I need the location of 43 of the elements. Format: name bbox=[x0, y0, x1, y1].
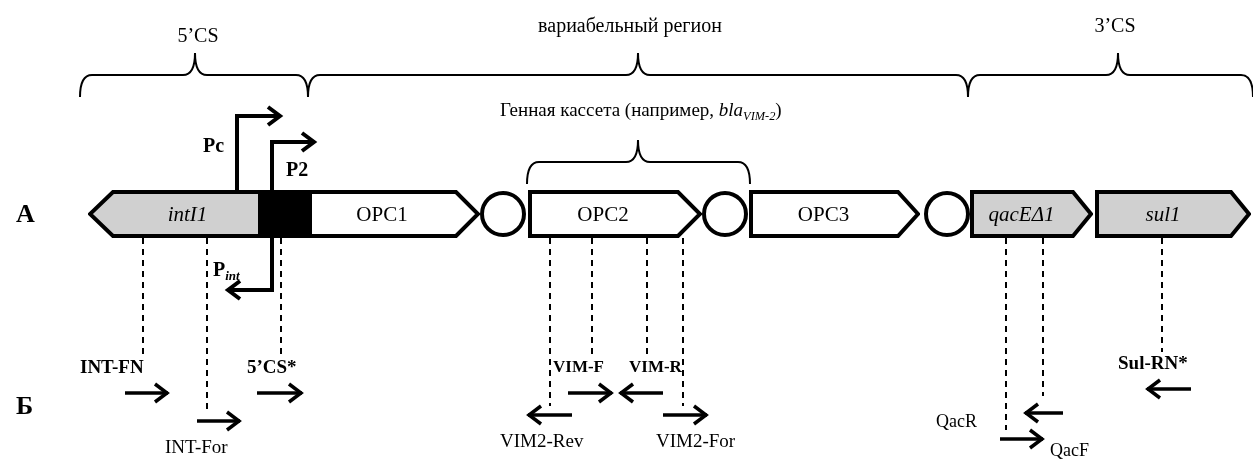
text-label: 5’CS bbox=[177, 24, 219, 46]
primer-label: VIM2-For bbox=[656, 430, 736, 452]
primer-label: QacF bbox=[1050, 439, 1089, 461]
leader-line bbox=[280, 237, 282, 357]
gene-label: OPC2 bbox=[577, 201, 629, 227]
primer-label: QacR bbox=[936, 410, 977, 432]
primer-label: INT-FN bbox=[80, 356, 144, 378]
primer-label: Sul-RN* bbox=[1118, 352, 1188, 374]
gene-label: qacEΔ1 bbox=[988, 201, 1055, 227]
text-label: А bbox=[16, 200, 35, 229]
text-label: 3’CS bbox=[1094, 14, 1136, 36]
leader-line bbox=[1042, 237, 1044, 397]
leader-line bbox=[646, 237, 648, 357]
gene-label: OPC1 bbox=[356, 201, 408, 227]
gene-segment bbox=[1095, 190, 1251, 238]
text-label: P2 bbox=[286, 158, 309, 180]
primer-label: VIM2-Rev bbox=[500, 430, 584, 452]
gene-segment bbox=[528, 190, 702, 238]
circle-symbol bbox=[924, 191, 970, 237]
leader-line bbox=[1161, 237, 1163, 353]
gene-label: OPC3 bbox=[797, 201, 850, 227]
text-label: Б bbox=[16, 392, 34, 421]
text-label: Генная кассета (например, bla$_{VIM-2}$) bbox=[500, 100, 782, 124]
gene-segment bbox=[88, 190, 262, 238]
leader-line bbox=[682, 237, 684, 407]
text-label: P$_{int}$ bbox=[213, 258, 240, 284]
leader-line bbox=[591, 237, 593, 357]
gene-label: sul1 bbox=[1145, 201, 1181, 227]
leader-line bbox=[1005, 237, 1007, 431]
leader-line bbox=[142, 237, 144, 357]
text-label: вариабельный регион bbox=[538, 14, 722, 36]
gene-segment bbox=[308, 190, 480, 238]
primer-label: INT-For bbox=[165, 436, 228, 458]
gene-segment bbox=[749, 190, 920, 238]
circle-symbol bbox=[702, 191, 748, 237]
primer-label: VIM-F bbox=[553, 356, 604, 378]
primer-label: VIM-R bbox=[629, 356, 682, 378]
text-label: Pc bbox=[203, 134, 225, 156]
gene-label: intI1 bbox=[167, 201, 208, 227]
gene-segment bbox=[970, 190, 1093, 238]
leader-line bbox=[549, 237, 551, 407]
circle-symbol bbox=[480, 191, 526, 237]
primer-label: 5’CS* bbox=[247, 356, 297, 378]
